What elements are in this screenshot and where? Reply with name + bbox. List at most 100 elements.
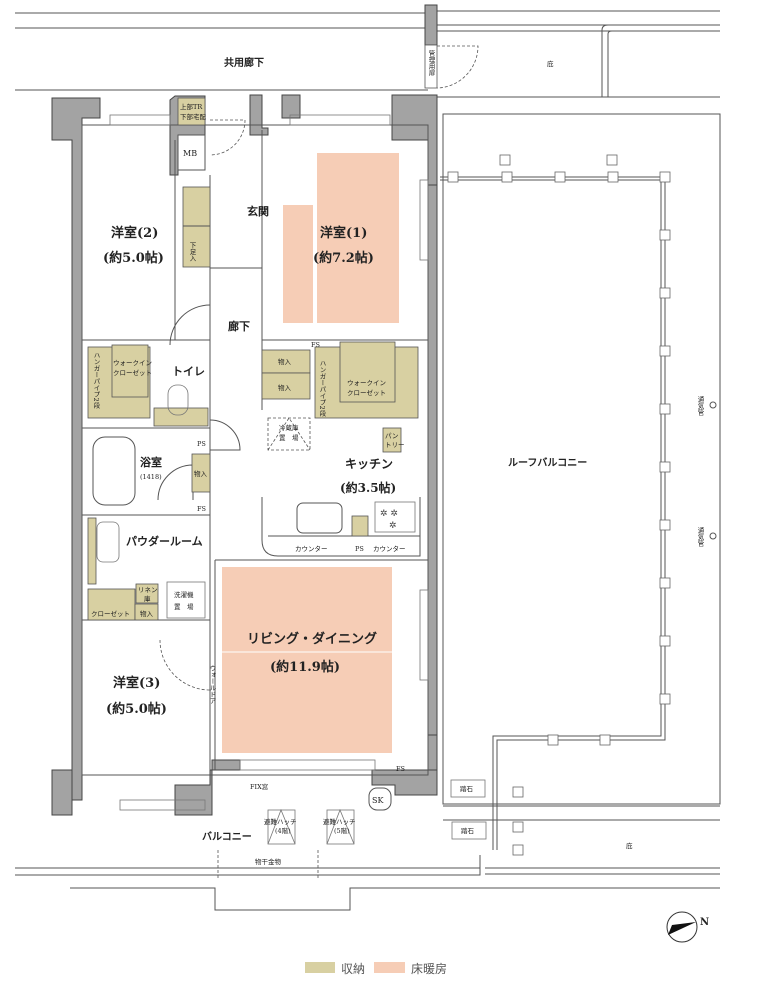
shoe-storage-label: 下足入 (188, 242, 196, 262)
bedroom1-size: (約7.2帖) (313, 250, 374, 266)
hatch-5f[interactable] (326, 809, 355, 845)
closet-storage-extra (134, 603, 159, 621)
column-marker (512, 786, 524, 798)
counter-left-label: カウンター (295, 544, 328, 553)
entrance-label: 玄関 (247, 204, 269, 218)
bath-size: (1418) (140, 473, 162, 481)
pantry (382, 427, 402, 453)
column-marker (499, 154, 511, 166)
counter-right-label: カウンター (373, 544, 406, 553)
kitchen-counter (261, 497, 421, 557)
eaves-top-label: 庇 (547, 59, 554, 68)
pantry-label-2: トリー (385, 441, 405, 449)
wic-right-label-2: クローゼット (347, 388, 386, 397)
column-marker (512, 844, 524, 856)
linen-storage (135, 583, 159, 604)
column-marker (659, 577, 671, 589)
column-marker (659, 229, 671, 241)
common-corridor-label: 共用廊下 (224, 56, 264, 69)
stove-icon (374, 501, 416, 533)
washer-label-1: 洗濯機 (174, 590, 194, 599)
laundry-hardware-label: 物干金物 (255, 857, 282, 866)
ps-kitchen-label: PS (355, 545, 364, 553)
fs-hall-label: FS (311, 341, 320, 349)
legend-swatch-storage (305, 962, 335, 973)
column-marker (659, 403, 671, 415)
stepping-stone-2 (451, 821, 487, 840)
vent-pipe-2-label: 通気管 (696, 526, 704, 548)
living-dining-name: リビング・ダイニング (247, 631, 377, 647)
bedroom3-name: 洋室(3) (113, 675, 160, 691)
storage-2-label: 物入 (278, 383, 292, 392)
stepping-stone-2-label: 踏石 (461, 826, 475, 835)
compass-icon (666, 911, 698, 943)
pantry-label-1: パン (385, 432, 398, 440)
wic-left-label-2: クローゼット (113, 368, 152, 377)
hatch-4f-floor: (4階) (275, 826, 291, 835)
closet-storage-label: 物入 (140, 609, 154, 618)
washer-space (166, 581, 206, 619)
hatch-4f[interactable] (267, 809, 296, 845)
kitchen-name: キッチン (345, 457, 393, 471)
column-marker (659, 171, 671, 183)
upper-tr-label: 上部TR (180, 102, 203, 111)
hanger-right-label: ハンガーパイプ2段 (318, 360, 326, 417)
fs-bath-label: FS (197, 505, 206, 513)
wall-door-label[interactable]: ウォールドア (208, 665, 216, 705)
fridge-label-1: 冷蔵庫 (279, 423, 299, 432)
hallway-label: 廊下 (228, 319, 250, 333)
fs-ld-label: FS (396, 765, 405, 773)
column-marker (659, 345, 671, 357)
legend: 収納 床暖房 (305, 961, 447, 976)
column-marker (607, 171, 619, 183)
linen-label-2: 庫 (144, 594, 151, 603)
management-door[interactable] (424, 44, 438, 89)
delivery-box-label: 下部宅配 (180, 112, 207, 121)
compass-north-label: N (700, 917, 709, 928)
living-dining-size: (約11.9帖) (270, 659, 340, 675)
mb-label: MB (183, 149, 197, 158)
column-marker (659, 461, 671, 473)
column-marker (501, 171, 513, 183)
upper-tr-box (177, 97, 206, 126)
fix-window-label: FIX窓 (250, 782, 269, 791)
mb-box (177, 134, 206, 171)
management-door-label: 管理用扉 (427, 49, 435, 78)
burner-icon: ✲ ✲ (380, 509, 398, 519)
bathtub-icon (92, 436, 136, 506)
bedroom2-size: (約5.0帖) (103, 250, 164, 266)
sink-icon (296, 502, 343, 534)
column-marker (547, 734, 559, 746)
fridge-space (267, 417, 311, 451)
corridor-lines (15, 10, 720, 115)
toilet-icon (167, 384, 189, 416)
column-marker (554, 171, 566, 183)
storage-1-label: 物入 (278, 357, 292, 366)
column-marker (659, 519, 671, 531)
washbasin-icon (96, 521, 120, 563)
sk-label: SK (372, 796, 384, 805)
storage-2 (261, 372, 311, 400)
stepping-stone-1-label: 踏石 (460, 784, 474, 793)
burner-icon: ✲ (389, 521, 397, 531)
hatch-5f-floor: (5階) (334, 826, 350, 835)
washer-label-2: 置 場 (174, 602, 194, 611)
floor-heating-bedroom1-small (283, 205, 313, 323)
hatch-4f-label: 避難ハッチ (264, 817, 297, 826)
stepping-stone-1 (450, 779, 486, 798)
bedroom3-size: (約5.0帖) (106, 701, 167, 717)
bath-name: 浴室 (140, 455, 162, 469)
hatch-5f-label: 避難ハッチ (323, 817, 356, 826)
column-marker (606, 154, 618, 166)
vent-pipe-1-label: 通気管 (696, 395, 704, 417)
bath-storage (191, 453, 211, 493)
vent-pipe-icon (709, 532, 717, 540)
balcony-area (15, 850, 720, 911)
bedroom2-name: 洋室(2) (111, 225, 158, 241)
column-marker (599, 734, 611, 746)
roof-balcony-label: ルーフバルコニー (508, 457, 587, 469)
management-wall (424, 4, 438, 46)
bedroom1-name: 洋室(1) (320, 225, 367, 241)
wic-right-label-1: ウォークイン (347, 379, 386, 387)
